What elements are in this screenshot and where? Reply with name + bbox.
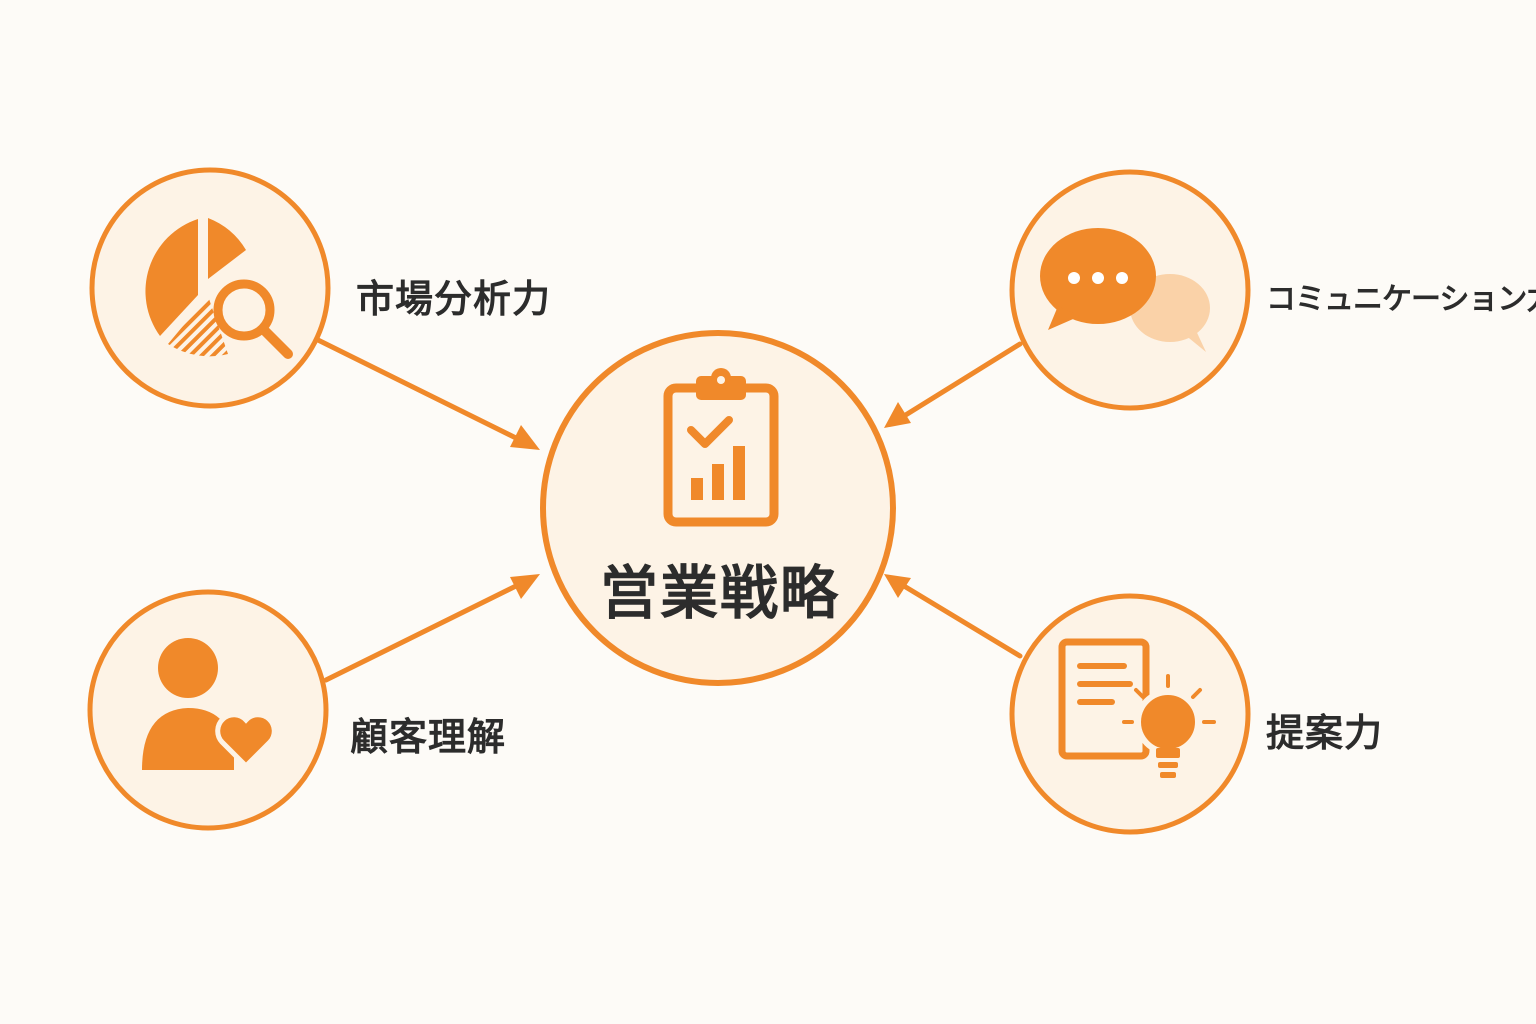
node-label-market: 市場分析力: [356, 277, 552, 321]
document-lightbulb-icon: [1058, 638, 1216, 778]
node-proposal: [1009, 593, 1251, 835]
node-label-communication: コミュニケーション力: [1266, 282, 1536, 317]
node-label-customer: 顧客理解: [350, 715, 507, 759]
chat-bubbles-icon: [1040, 228, 1210, 352]
arrow-customer-to-center: [323, 574, 540, 683]
arrow-communication-to-center: [884, 341, 1023, 428]
node-communication: [1009, 169, 1251, 411]
center-node: [540, 330, 896, 686]
node-customer: [87, 589, 329, 831]
person-heart-icon: [142, 638, 277, 770]
center-label: 営業戦略: [599, 559, 840, 627]
arrow-proposal-to-center: [884, 574, 1023, 659]
arrow-market-to-center: [315, 337, 540, 450]
node-market: [89, 167, 331, 409]
pie-chart-magnifier-icon: [145, 218, 293, 359]
node-label-proposal: 提案力: [1266, 711, 1384, 755]
clipboard-chart-icon: [663, 368, 779, 527]
